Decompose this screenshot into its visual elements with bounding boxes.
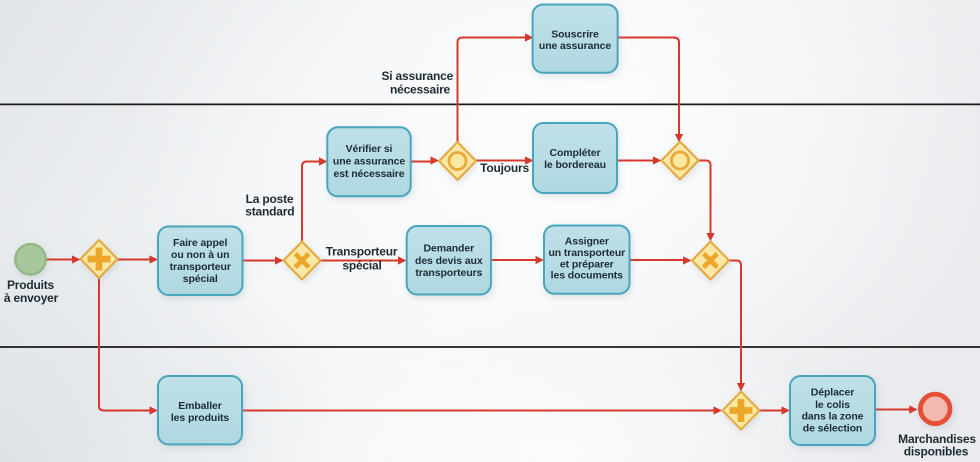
svg-text:Toujours: Toujours [480,161,529,175]
svg-text:une assurance: une assurance [333,156,405,168]
svg-text:les documents: les documents [551,270,623,282]
svg-text:les produits: les produits [171,412,230,424]
svg-text:La poste: La poste [246,192,294,206]
svg-text:Emballer: Emballer [178,400,222,412]
svg-text:disponibles: disponibles [904,445,969,459]
svg-text:et préparer: et préparer [560,258,614,270]
svg-text:un transporteur: un transporteur [548,247,625,259]
svg-text:est nécessaire: est nécessaire [334,168,405,180]
svg-text:dans la zone: dans la zone [802,411,864,423]
svg-text:de sélection: de sélection [803,422,863,434]
svg-text:Vérifier si: Vérifier si [346,143,393,155]
svg-text:Produits: Produits [7,278,55,292]
svg-text:une assurance: une assurance [539,40,611,52]
svg-text:transporteur: transporteur [170,261,231,273]
svg-text:Marchandises: Marchandises [898,432,976,446]
svg-text:ou non à un: ou non à un [171,249,229,261]
svg-text:le bordereau: le bordereau [544,159,606,171]
svg-text:nécessaire: nécessaire [390,82,451,96]
svg-text:Demander: Demander [424,243,475,255]
svg-text:des devis aux: des devis aux [415,255,483,267]
svg-text:spécial: spécial [342,259,381,273]
svg-text:Assigner: Assigner [565,236,609,248]
svg-text:Compléter: Compléter [549,147,600,159]
svg-text:le colis: le colis [815,399,850,411]
svg-text:Si assurance: Si assurance [381,69,453,83]
svg-text:standard: standard [245,205,294,219]
svg-text:Souscrire: Souscrire [551,28,599,40]
svg-text:Transporteur: Transporteur [326,245,398,259]
svg-text:transporteurs: transporteurs [415,267,482,279]
svg-text:spécial: spécial [183,273,218,285]
svg-text:Faire appel: Faire appel [173,237,228,249]
svg-text:à envoyer: à envoyer [4,291,59,305]
svg-text:Déplacer: Déplacer [811,387,855,399]
